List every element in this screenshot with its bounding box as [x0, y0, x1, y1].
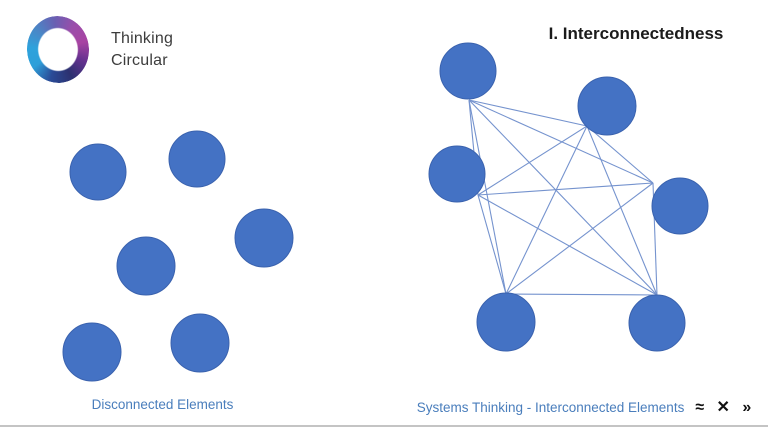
network-edge	[468, 99, 658, 296]
slide-title: I. Interconnectedness	[548, 24, 724, 43]
network-edge	[586, 125, 658, 296]
disconnected-element-circle	[62, 322, 122, 382]
logo-wordmark: Thinking Circular	[111, 28, 173, 72]
network-edge	[477, 182, 654, 196]
right-caption: Systems Thinking - Interconnected Elemen…	[404, 397, 768, 417]
network-edge	[468, 99, 507, 295]
logo-word-1: Thinking	[111, 30, 174, 47]
network-node-circle	[577, 76, 637, 136]
disconnected-element-circle	[234, 208, 294, 268]
network-edge	[468, 99, 654, 184]
network-node-circle	[439, 42, 497, 100]
network-edge	[468, 99, 588, 127]
network-node-circle	[428, 145, 486, 203]
disconnected-element-circle	[69, 143, 127, 201]
disconnected-element-circle	[116, 236, 176, 296]
network-node-circle	[476, 292, 536, 352]
thinking-circular-logo: Thinking Circular	[23, 12, 173, 87]
network-edge	[505, 182, 654, 295]
network-edge	[505, 293, 658, 296]
right-caption-text: Systems Thinking - Interconnected Elemen…	[416, 399, 685, 415]
disconnected-element-circle	[170, 313, 230, 373]
network-edge	[477, 125, 588, 196]
network-edge	[477, 194, 658, 296]
network-edge	[505, 125, 588, 295]
network-edge	[477, 194, 507, 295]
disconnected-element-circle	[168, 130, 226, 188]
right-caption-symbols: ≈ ✕ »	[695, 399, 756, 416]
network-node-circle	[628, 294, 686, 352]
bottom-divider	[0, 425, 768, 427]
network-edge	[586, 125, 654, 184]
logo-word-2: Circular	[111, 52, 168, 69]
left-caption: Disconnected Elements	[91, 397, 234, 412]
network-node-circle	[651, 177, 709, 235]
